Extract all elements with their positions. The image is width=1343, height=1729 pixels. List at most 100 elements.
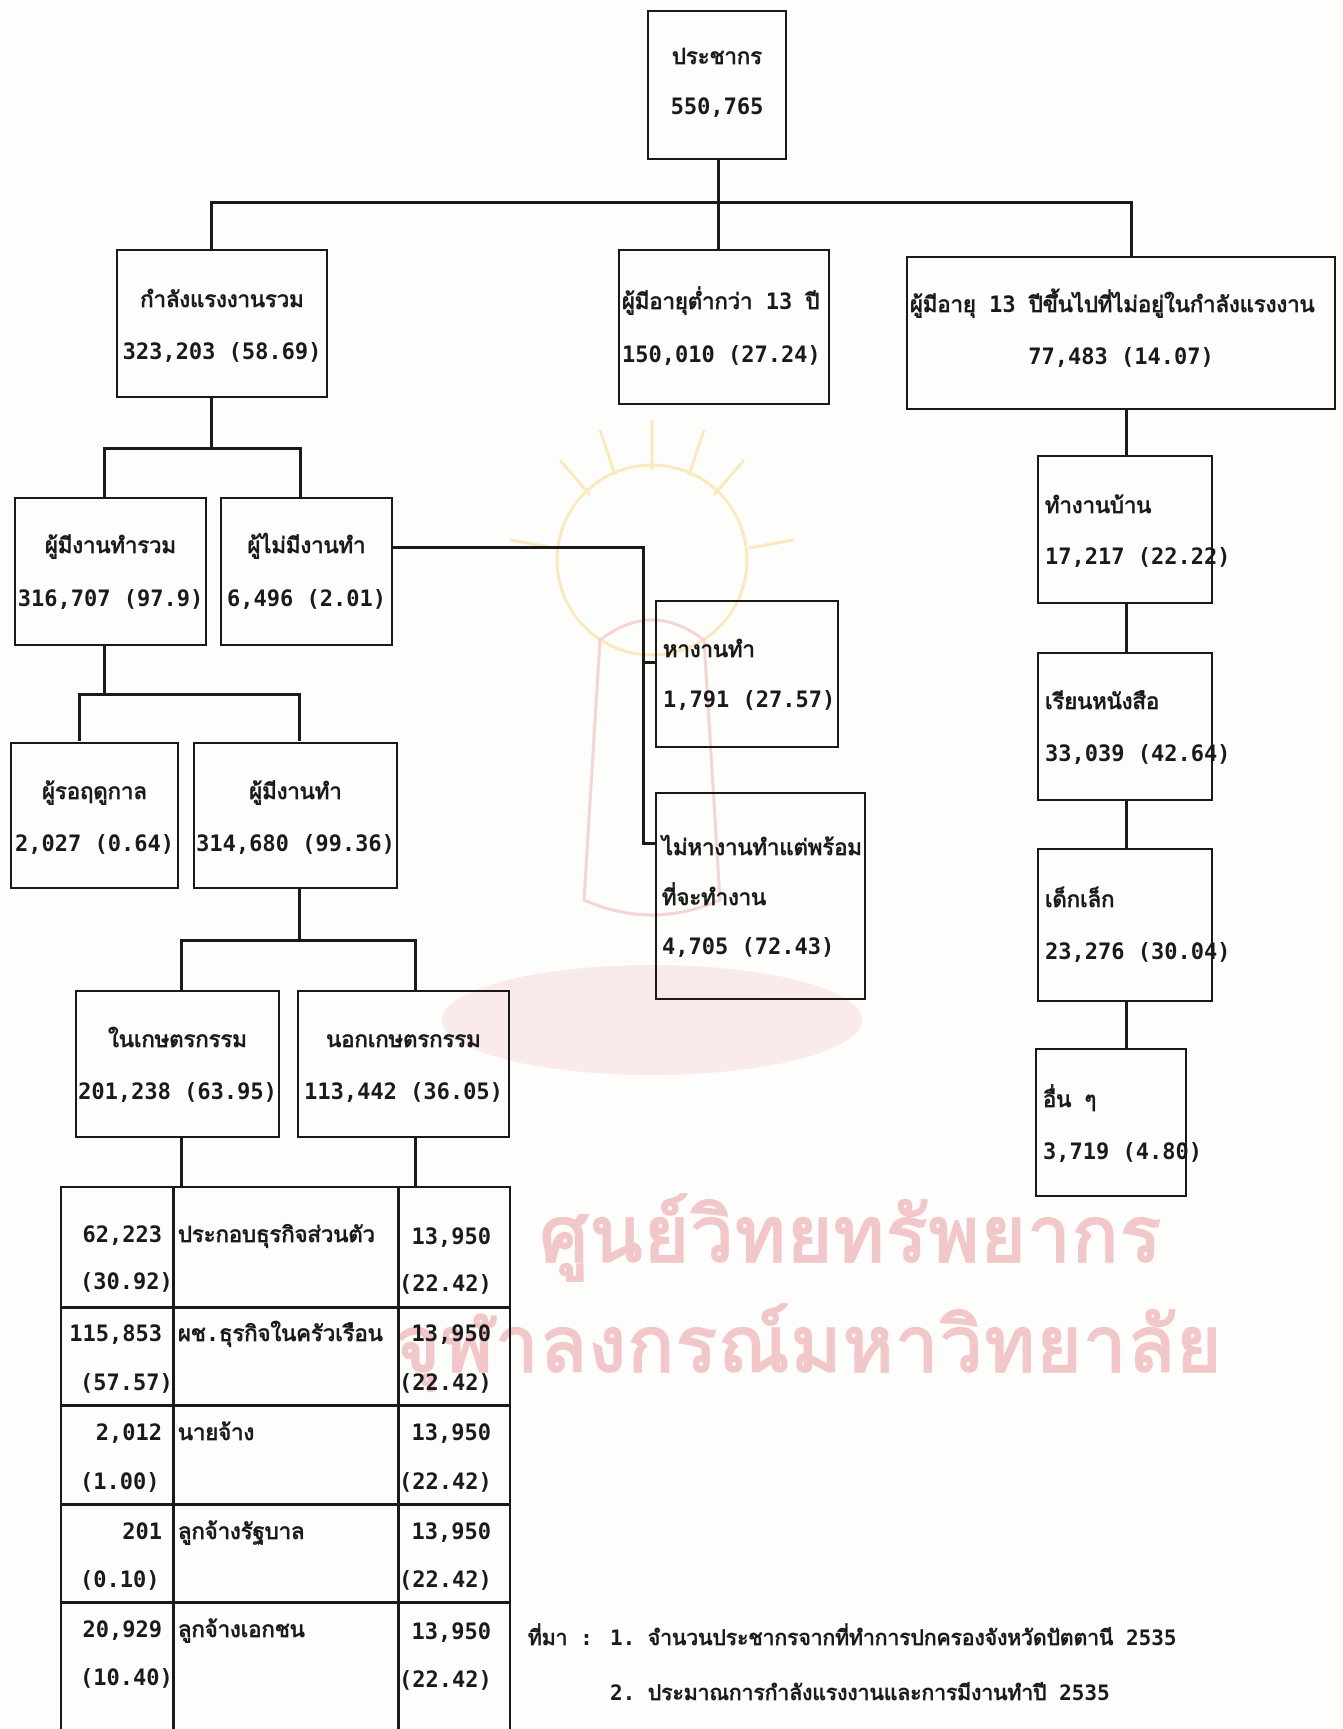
agriculture-label: ในเกษตรกรรม (108, 1028, 247, 1053)
table-cell-nonagri-value: 13,950 (411, 1520, 491, 1545)
not-in-labor-force-label: ผู้มีอายุ 13 ปีขึ้นไปที่ไม่อยู่ในกำลังแร… (910, 293, 1315, 318)
young-children-label: เด็กเล็ก (1045, 888, 1115, 913)
connector (414, 1136, 417, 1188)
table-row-divider (60, 1601, 511, 1604)
not-in-labor-force-node (906, 256, 1336, 410)
connector (180, 939, 183, 991)
table-column-divider (172, 1186, 175, 1729)
employment-status-table (60, 1186, 511, 1729)
connector (78, 693, 300, 696)
under-13-label: ผู้มีอายุต่ำกว่า 13 ปี (622, 290, 820, 315)
table-cell-agri-pct: (30.92) (80, 1270, 173, 1295)
table-cell-nonagri-pct: (22.42) (399, 1668, 492, 1693)
table-cell-status-label: ประกอบธุรกิจส่วนตัว (178, 1223, 376, 1248)
table-row-divider (60, 1404, 511, 1407)
employed-value: 314,680 (99.36) (196, 832, 395, 857)
connector (180, 939, 416, 942)
source-note-1: 1. จำนวนประชากรจากที่ทำการปกครองจังหวัดป… (610, 1626, 1177, 1650)
unemployed-label: ผู้ไม่มีงานทำ (247, 534, 366, 559)
root-label: ประชากร (671, 45, 763, 70)
labor-force-value: 323,203 (58.69) (122, 340, 322, 365)
table-cell-nonagri-value: 13,950 (411, 1225, 491, 1250)
watermark-line-2: จุฬาลงกรณ์มหาวิทยาลัย (395, 1300, 1224, 1389)
table-cell-nonagri-pct: (22.42) (399, 1568, 492, 1593)
studying-node (1037, 652, 1213, 801)
employed-total-label: ผู้มีงานทำรวม (44, 534, 177, 559)
table-row-divider (60, 1503, 511, 1506)
connector (1125, 602, 1128, 654)
housework-label: ทำงานบ้าน (1045, 494, 1152, 519)
source-note-2: 2. ประมาณการกำลังแรงงานและการมีงานทำปี 2… (610, 1681, 1110, 1705)
connector (210, 201, 1132, 204)
table-cell-status-label: ผช.ธุรกิจในครัวเรือน (178, 1322, 383, 1347)
table-column-divider (397, 1186, 400, 1729)
seeking-work-node (655, 600, 839, 748)
connector (642, 842, 656, 845)
table-cell-agri-value: 62,223 (82, 1223, 162, 1248)
unemployed-node (220, 497, 393, 646)
studying-value: 33,039 (42.64) (1045, 742, 1231, 767)
connector (78, 693, 81, 741)
connector (298, 888, 301, 940)
connector (717, 201, 720, 249)
connector (642, 661, 656, 664)
table-cell-nonagri-pct: (22.42) (399, 1470, 492, 1495)
agriculture-value: 201,238 (63.95) (78, 1080, 277, 1105)
seasonal-worker-value: 2,027 (0.64) (15, 832, 174, 857)
table-cell-nonagri-pct: (22.42) (399, 1371, 492, 1396)
root-value: 550,765 (670, 95, 764, 120)
housework-node (1037, 455, 1213, 604)
connector (1125, 409, 1128, 457)
connector (1130, 201, 1133, 257)
table-cell-nonagri-value: 13,950 (411, 1322, 491, 1347)
seeking-work-label: หางานทำ (663, 638, 755, 663)
employed-label: ผู้มีงานทำ (249, 780, 342, 805)
employed-total-node (14, 497, 207, 646)
labor-force-node (116, 249, 328, 398)
not-seeking-node (655, 792, 866, 1000)
others-label: อื่น ๆ (1043, 1088, 1097, 1113)
others-node (1035, 1048, 1187, 1197)
connector (103, 644, 106, 694)
table-cell-nonagri-value: 13,950 (411, 1620, 491, 1645)
seasonal-worker-node (10, 742, 179, 889)
non-agriculture-value: 113,442 (36.05) (304, 1080, 503, 1105)
table-cell-agri-value: 2,012 (95, 1421, 162, 1446)
non-agriculture-node (297, 990, 510, 1138)
seasonal-worker-label: ผู้รอฤดูกาล (42, 780, 147, 805)
table-cell-nonagri-value: 13,950 (411, 1421, 491, 1446)
table-cell-agri-pct: (1.00) (80, 1470, 160, 1495)
non-agriculture-label: นอกเกษตรกรรม (326, 1028, 481, 1053)
labor-force-label: กำลังแรงงานรวม (140, 288, 304, 313)
studying-label: เรียนหนังสือ (1045, 690, 1160, 715)
others-value: 3,719 (4.80) (1043, 1140, 1202, 1165)
table-row-divider (60, 1306, 511, 1309)
connector (180, 1136, 183, 1188)
connector (103, 447, 106, 499)
agriculture-node (75, 990, 280, 1138)
employed-total-value: 316,707 (97.9) (17, 587, 204, 612)
table-cell-agri-value: 20,929 (82, 1618, 162, 1643)
not-seeking-label-1: ไม่หางานทำแต่พร้อม (662, 836, 862, 861)
connector (210, 201, 213, 249)
table-cell-agri-pct: (0.10) (80, 1568, 160, 1593)
housework-value: 17,217 (22.22) (1045, 545, 1231, 570)
not-in-labor-force-value: 77,483 (14.07) (1028, 345, 1214, 370)
connector (1125, 1000, 1128, 1050)
table-cell-agri-pct: (57.57) (80, 1371, 173, 1396)
unemployed-value: 6,496 (2.01) (227, 587, 386, 612)
table-cell-nonagri-pct: (22.42) (399, 1272, 492, 1297)
connector (642, 546, 645, 844)
not-seeking-label-2: ที่จะทำงาน (662, 886, 767, 911)
table-cell-agri-pct: (10.40) (80, 1666, 173, 1691)
connector (717, 158, 720, 202)
connector (299, 447, 302, 499)
connector (391, 546, 643, 549)
young-children-node (1037, 848, 1213, 1002)
seeking-work-value: 1,791 (27.57) (663, 688, 836, 713)
not-seeking-value: 4,705 (72.43) (662, 935, 835, 960)
table-cell-agri-value: 115,853 (69, 1322, 162, 1347)
table-cell-status-label: นายจ้าง (178, 1421, 255, 1446)
employed-node (193, 742, 398, 889)
table-cell-status-label: ลูกจ้างรัฐบาล (178, 1520, 305, 1545)
